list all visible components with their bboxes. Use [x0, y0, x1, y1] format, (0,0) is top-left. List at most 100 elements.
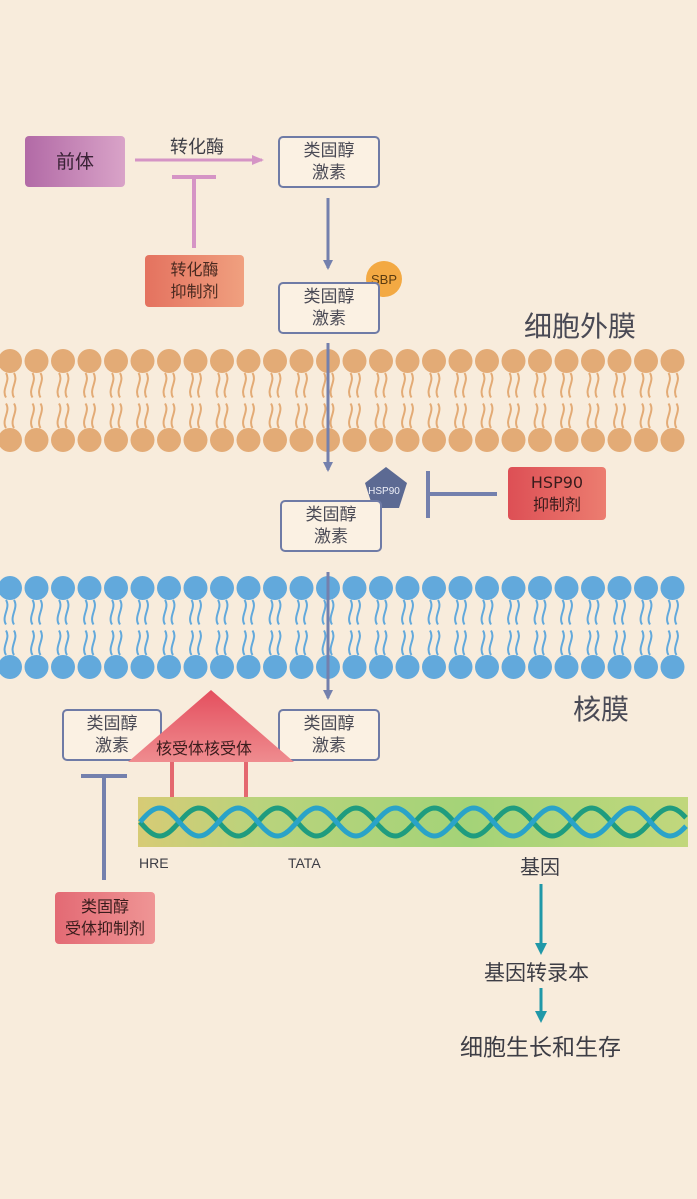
lipid-head	[660, 428, 685, 452]
lipid-tail	[30, 629, 35, 656]
lipid-tail	[382, 599, 388, 626]
lipid-head	[395, 576, 420, 600]
nuclear-receptor-dimer: 核受体核受体	[128, 690, 294, 762]
lipid-tail	[329, 599, 335, 626]
lipid-tail	[435, 372, 441, 399]
lipid-tail	[488, 402, 494, 429]
lipid-head	[51, 428, 75, 452]
lipid-tail	[639, 629, 645, 656]
lipid-tail	[647, 629, 653, 656]
lipid-tail	[117, 372, 123, 399]
lipid-head	[395, 655, 420, 679]
lipid-tail	[533, 372, 539, 399]
lipid-tail	[3, 599, 9, 626]
lipid-tail	[568, 372, 573, 399]
lipid-tail	[276, 402, 282, 429]
lipid-tail	[117, 629, 123, 656]
dna-strand-b	[138, 805, 688, 839]
lipid-tail	[507, 629, 512, 656]
lipid-tail	[162, 402, 168, 429]
lipid-head	[104, 428, 128, 452]
lipid-tail	[56, 599, 62, 626]
hsp90-inhibitor-label: HSP90 抑制剂	[530, 472, 584, 514]
lipid-tail	[541, 599, 547, 626]
lipid-tail	[144, 402, 149, 429]
lipid-tail	[515, 372, 520, 399]
lipid-tail	[197, 402, 202, 429]
lipid-tail	[38, 402, 43, 429]
lipid-tail	[329, 372, 335, 399]
lipid-tail	[38, 599, 43, 626]
lipid-tail	[621, 629, 626, 656]
lipid-tail	[374, 402, 380, 429]
lipid-tail	[91, 402, 96, 429]
lipid-head	[369, 655, 393, 679]
precursor-box: 前体	[25, 136, 125, 187]
steroid-hormone-label: 类固醇 激素	[86, 714, 138, 756]
lipid-tail	[613, 402, 618, 429]
lipid-head	[263, 576, 287, 600]
lipid-tail	[480, 629, 486, 656]
lipid-tail	[560, 372, 565, 399]
steroid-hormone-box-3: 类固醇 激素	[280, 500, 382, 552]
lipid-tail	[162, 372, 168, 399]
lipid-tail	[594, 599, 600, 626]
lipid-head	[422, 655, 446, 679]
lipid-head	[0, 576, 22, 600]
lipid-tail	[162, 629, 168, 656]
lipid-head	[0, 349, 22, 373]
lipid-tail	[303, 372, 308, 399]
lipid-head	[77, 349, 102, 373]
lipid-tail	[515, 599, 520, 626]
lipid-tail	[223, 629, 229, 656]
lipid-tail	[374, 372, 380, 399]
lipid-tail	[488, 372, 494, 399]
lipid-tail	[38, 629, 43, 656]
lipid-head	[369, 576, 393, 600]
lipid-tail	[348, 599, 353, 626]
lipid-head	[581, 655, 605, 679]
lipid-head	[183, 576, 208, 600]
lipid-head	[342, 655, 367, 679]
lipid-head	[210, 428, 234, 452]
lipid-tail	[621, 372, 626, 399]
lipid-tail	[136, 599, 141, 626]
lipid-tail	[427, 372, 433, 399]
lipid-tail	[594, 402, 600, 429]
lipid-tail	[541, 629, 547, 656]
lipid-head	[51, 576, 75, 600]
lipid-tail	[666, 372, 671, 399]
lipid-tail	[321, 599, 327, 626]
lipid-head	[554, 349, 579, 373]
lipid-tail	[348, 372, 353, 399]
lipid-tail	[409, 402, 414, 429]
lipid-tail	[462, 372, 467, 399]
lipid-tail	[454, 629, 459, 656]
lipid-tail	[401, 629, 406, 656]
lipid-tail	[594, 629, 600, 656]
lipid-tail	[268, 599, 274, 626]
lipid-head	[0, 655, 22, 679]
lipid-head	[104, 349, 128, 373]
lipid-tail	[215, 372, 221, 399]
lipid-tail	[38, 372, 43, 399]
lipid-head	[24, 576, 49, 600]
hsp90-inhibitor-box: HSP90 抑制剂	[508, 467, 606, 520]
lipid-tail	[215, 402, 221, 429]
lipid-head	[660, 655, 685, 679]
lipid-tail	[401, 599, 406, 626]
lipid-tail	[348, 629, 353, 656]
lipid-tail	[250, 629, 255, 656]
lipid-tail	[541, 402, 547, 429]
lipid-tail	[295, 372, 300, 399]
lipid-tail	[109, 372, 115, 399]
lipid-head	[501, 428, 526, 452]
lipid-tail	[109, 402, 115, 429]
lipid-tail	[666, 402, 671, 429]
lipid-head	[289, 428, 314, 452]
lipid-head	[528, 428, 552, 452]
lipid-tail	[250, 599, 255, 626]
lipid-head	[554, 576, 579, 600]
lipid-tail	[568, 629, 573, 656]
lipid-tail	[56, 402, 62, 429]
